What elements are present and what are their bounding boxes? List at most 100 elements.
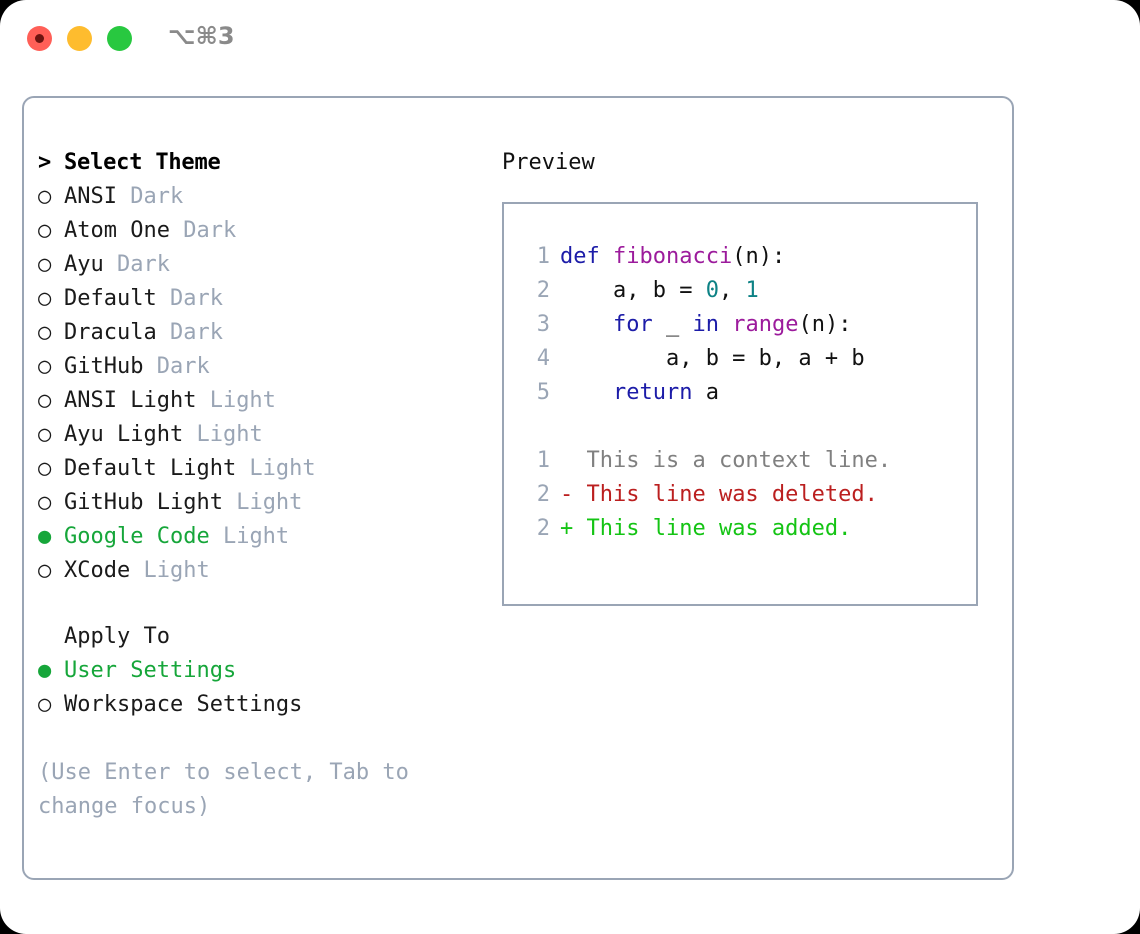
theme-list-item[interactable]: ○Default Light Light [38, 452, 508, 486]
theme-list-item[interactable]: ●Google Code Light [38, 520, 508, 554]
theme-variant-label: Dark [116, 184, 184, 209]
line-number: 2 [536, 516, 550, 541]
theme-name-label: Ayu Light [64, 422, 184, 447]
theme-list-item[interactable]: ○ GitHub Light Light [38, 486, 508, 520]
theme-list-item[interactable]: ○Dracula Dark [38, 316, 508, 350]
preview-title: Preview [502, 150, 595, 175]
code-token: (n): [798, 312, 852, 337]
code-token: range [732, 312, 799, 337]
theme-name-label: Atom One [64, 218, 170, 243]
line-number: 5 [536, 380, 550, 405]
diff-sign [560, 448, 573, 473]
theme-list: ○ANSI Dark○Atom One Dark○Ayu Dark○Defaul… [38, 180, 508, 588]
maximize-button[interactable] [107, 26, 132, 51]
line-number: 4 [536, 346, 550, 371]
theme-variant-label: Light [209, 524, 290, 549]
theme-variant-label: Light [196, 388, 276, 413]
radio-unselected-icon: ○ [38, 184, 52, 209]
diff-line: 2- This line was deleted. [522, 478, 958, 512]
radio-unselected-icon: ○ [38, 354, 52, 379]
apply-to-label: User Settings [64, 658, 237, 683]
code-line: 1 def fibonacci(n): [522, 240, 958, 274]
line-number: 2 [536, 482, 550, 507]
apply-to-title: Apply To [64, 624, 170, 649]
diff-sign: + [560, 516, 574, 541]
line-number: 1 [536, 244, 550, 269]
apply-to-list: ● User Settings ○ Workspace Settings [38, 654, 508, 722]
radio-unselected-icon: ○ [38, 218, 52, 243]
code-token: (n): [732, 244, 786, 269]
diff-text: This is a context line. [573, 448, 892, 473]
theme-variant-label: Dark [156, 286, 223, 311]
theme-variant-label: Light [222, 490, 303, 515]
radio-unselected-icon: ○ [38, 490, 52, 515]
main-panel: > Select Theme ○ ANSI Dark ○ Atom One Dark ○ A… [22, 96, 1014, 880]
page-title: Select Theme [64, 150, 221, 175]
code-line: 5 return a [522, 376, 958, 410]
theme-name-label: ANSI [64, 184, 117, 209]
code-token: for [612, 312, 653, 337]
theme-variant-label: Light [130, 558, 210, 583]
code-line: 3 for _ in range(n): [522, 308, 958, 342]
radio-unselected-icon: ○ [38, 422, 52, 447]
code-token: return [612, 380, 693, 405]
close-button[interactable] [27, 26, 52, 51]
diff-line: 2+ This line was added. [522, 512, 958, 546]
code-token [560, 380, 613, 405]
theme-name-label: ANSI Light [64, 388, 197, 413]
theme-list-item[interactable]: ○ ANSI Light Light [38, 384, 508, 418]
line-number: 2 [536, 278, 550, 303]
traffic-lights [27, 26, 132, 51]
theme-list-item[interactable]: ○Atom One Dark [38, 214, 508, 248]
spacer [38, 588, 508, 620]
code-line: 2 a, b = 0, 1 [522, 274, 958, 308]
theme-name-label: GitHub Light [64, 490, 223, 515]
theme-list-item[interactable]: ○ Ayu Dark [38, 248, 508, 282]
apply-to-option[interactable]: ○ Workspace Settings [38, 688, 508, 722]
code-token: a, b = b, a + b [560, 346, 865, 371]
code-token: 0 [705, 278, 719, 303]
apply-to-option[interactable]: ● User Settings [38, 654, 508, 688]
diff-sample: 1 This is a context line.2- This line wa… [522, 444, 958, 546]
radio-unselected-icon: ○ [38, 456, 52, 481]
title-bar: ⌥⌘3 [0, 0, 1140, 78]
code-token: , [718, 278, 746, 303]
minimize-button[interactable] [67, 26, 92, 51]
theme-list-item[interactable]: ○ XCode Light [38, 554, 508, 588]
theme-list-item[interactable]: ○ ANSI Dark [38, 180, 508, 214]
theme-name-label: XCode [64, 558, 131, 583]
apply-to-label: Workspace Settings [64, 692, 303, 717]
radio-selected-icon: ● [38, 658, 52, 683]
theme-name-label: GitHub [64, 354, 144, 379]
spacer [38, 722, 508, 756]
radio-unselected-icon: ○ [38, 252, 52, 277]
line-number: 3 [536, 312, 550, 337]
theme-list-item[interactable]: ○ GitHub Dark [38, 350, 508, 384]
radio-unselected-icon: ○ [38, 692, 52, 717]
theme-variant-label: Light [183, 422, 263, 447]
code-token: a [692, 380, 719, 405]
keyboard-shortcut-label: ⌥⌘3 [168, 22, 235, 50]
theme-list-item[interactable]: ○Default Dark [38, 282, 508, 316]
theme-name-label: Google Code [64, 524, 210, 549]
theme-variant-label: Dark [103, 252, 170, 277]
theme-picker-column: > Select Theme ○ ANSI Dark ○ Atom One Dark ○ A… [38, 146, 508, 824]
cursor-arrow-icon: > [38, 150, 52, 175]
theme-name-label: Default Light [64, 456, 237, 481]
theme-variant-label: Dark [143, 354, 210, 379]
radio-unselected-icon: ○ [38, 558, 52, 583]
diff-text: This line was deleted. [573, 482, 878, 507]
theme-name-label: Ayu [64, 252, 104, 277]
diff-sign: - [560, 482, 574, 507]
radio-unselected-icon: ○ [38, 388, 52, 413]
theme-list-item[interactable]: ○ Ayu Light Light [38, 418, 508, 452]
code-token: fibonacci [612, 244, 733, 269]
keyboard-hint: (Use Enter to select, Tab to change focu… [38, 760, 423, 819]
diff-line: 1 This is a context line. [522, 444, 958, 478]
code-token: a, b = [560, 278, 706, 303]
code-token: def [560, 244, 613, 269]
line-number: 1 [536, 448, 550, 473]
theme-variant-label: Dark [156, 320, 223, 345]
